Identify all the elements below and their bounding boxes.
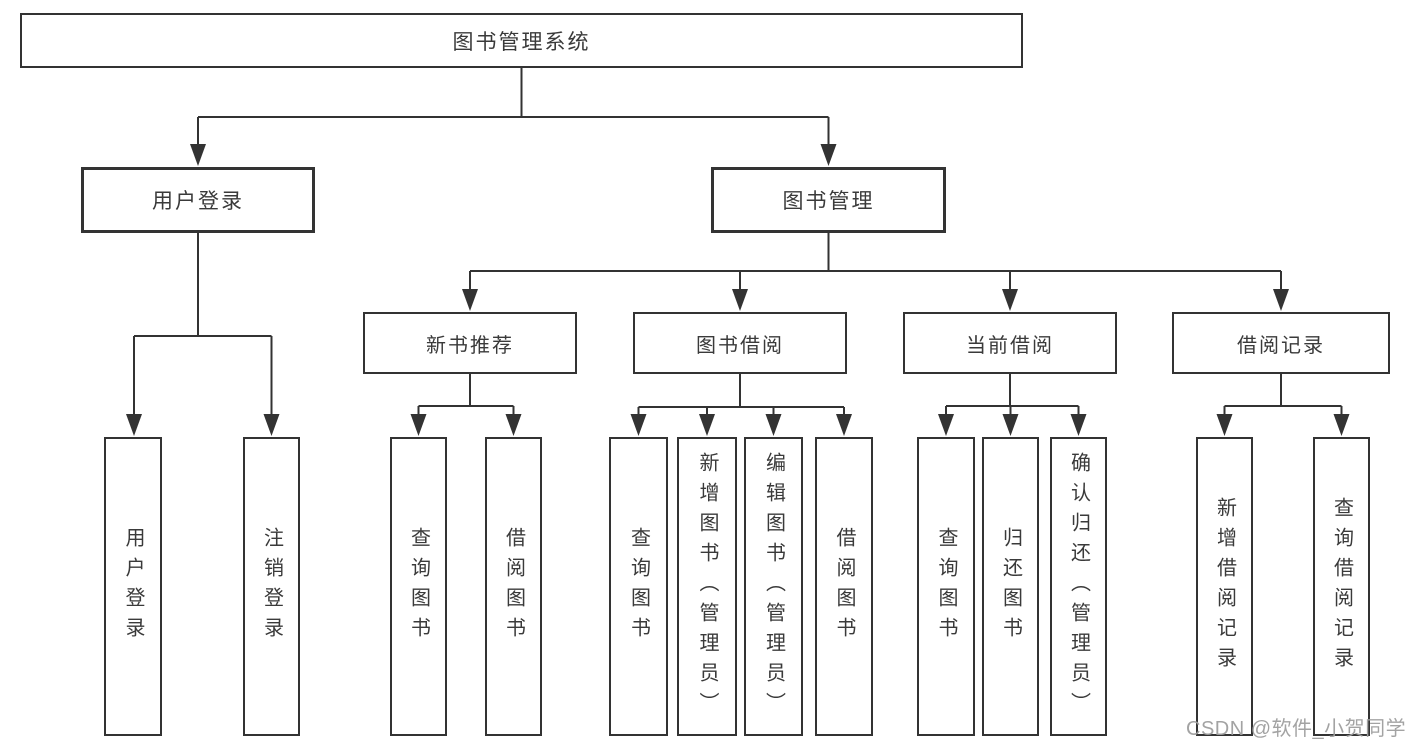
node-book-management: 图书管理 [711,167,946,233]
leaf-borrowing-edit-book-label: 编辑图书（管理员） [762,451,785,722]
leaf-current-query-book-label: 查询图书 [935,526,957,647]
node-current-borrowing-label: 当前借阅 [966,334,1054,357]
node-user-login-group-label: 用户登录 [152,190,244,213]
leaf-recommend-borrow-book: 借阅图书 [485,437,542,736]
leaf-records-add-record-label: 新增借阅记录 [1213,496,1236,677]
leaf-borrowing-borrow-book-label: 借阅图书 [833,526,855,647]
node-book-borrowing-label: 图书借阅 [696,334,784,357]
edge-root-to-level2 [190,68,837,166]
leaf-current-confirm-return-label: 确认归还（管理员） [1067,451,1090,722]
node-current-borrowing: 当前借阅 [903,312,1117,374]
leaf-borrowing-add-book: 新增图书（管理员） [677,437,737,736]
edge-borrowing-to-leaves [630,374,852,436]
edge-recommend-to-leaves [410,374,522,436]
node-new-book-recommend: 新书推荐 [363,312,577,374]
csdn-watermark: CSDN @软件_小贺同学 [1186,718,1405,740]
leaf-current-confirm-return: 确认归还（管理员） [1050,437,1107,736]
edge-records-to-leaves [1216,374,1350,436]
node-book-management-label: 图书管理 [782,190,875,213]
node-user-login-group: 用户登录 [81,167,315,233]
leaf-current-return-book: 归还图书 [982,437,1039,736]
leaf-borrowing-query-book-label: 查询图书 [627,526,650,647]
leaf-user-login-label: 用户登录 [122,526,144,647]
node-new-book-recommend-label: 新书推荐 [426,334,514,357]
leaf-borrowing-borrow-book: 借阅图书 [815,437,873,736]
leaf-borrowing-query-book: 查询图书 [609,437,668,736]
node-borrowing-records-label: 借阅记录 [1237,334,1325,357]
leaf-user-login: 用户登录 [104,437,162,736]
node-borrowing-records: 借阅记录 [1172,312,1390,374]
leaf-records-query-record: 查询借阅记录 [1313,437,1370,736]
leaf-recommend-borrow-book-label: 借阅图书 [502,526,525,647]
leaf-recommend-query-book: 查询图书 [390,437,447,736]
leaf-current-return-book-label: 归还图书 [999,526,1022,647]
leaf-logout: 注销登录 [243,437,300,736]
leaf-current-query-book: 查询图书 [917,437,975,736]
edge-user-login-to-leaves [126,233,280,436]
node-root: 图书管理系统 [20,13,1023,68]
leaf-recommend-query-book-label: 查询图书 [407,526,430,647]
node-root-label: 图书管理系统 [452,30,591,54]
leaf-borrowing-add-book-label: 新增图书（管理员） [696,451,718,722]
node-book-borrowing: 图书借阅 [633,312,847,374]
leaf-records-query-record-label: 查询借阅记录 [1330,496,1353,677]
leaf-logout-label: 注销登录 [260,526,283,647]
leaf-records-add-record: 新增借阅记录 [1196,437,1253,736]
edge-book-management-to-level3 [462,233,1289,311]
edge-current-to-leaves [938,374,1087,436]
leaf-borrowing-edit-book: 编辑图书（管理员） [744,437,803,736]
